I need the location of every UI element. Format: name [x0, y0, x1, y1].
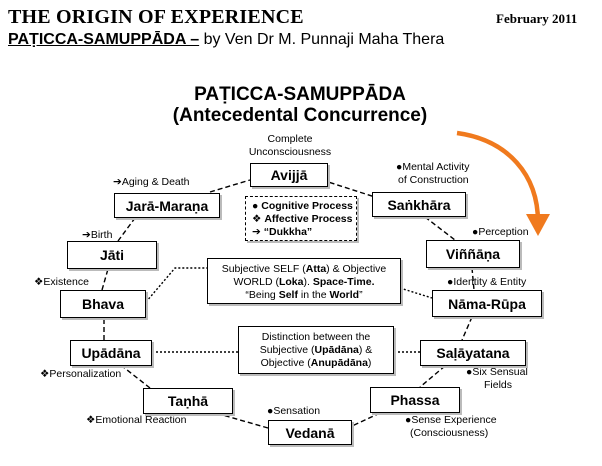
page-subtitle: PAṬICCA-SAMUPPĀDA – by Ven Dr M. Punnaji…	[8, 31, 444, 49]
node-phassa: Phassa	[370, 387, 460, 413]
process-box: ● Cognitive Process ❖ Affective Process …	[245, 196, 357, 241]
diagram-subtitle: (Antecedental Concurrence)	[172, 105, 428, 126]
label-tanha: ❖Emotional Reaction	[86, 414, 187, 426]
node-namarupa: Nāma-Rūpa	[432, 290, 542, 317]
self-world-line-1: Subjective SELF (Atta) & Objective	[221, 263, 387, 275]
self-world-line-2: WORLD (Loka). Space-Time.	[233, 276, 375, 288]
label-phassa-2: (Consciousness)	[410, 427, 489, 439]
link-phassa-vedana	[351, 412, 381, 427]
link-jati-jara	[117, 217, 136, 242]
distinction-line-3: Objective (Anupādāna)	[260, 357, 372, 369]
label-sankhara-1: ●Mental Activity	[396, 161, 470, 173]
process-item-cognitive: ● Cognitive Process	[252, 200, 353, 212]
link-tanha-upadana	[121, 365, 151, 389]
self-world-box: Subjective SELF (Atta) & Objective WORLD…	[207, 258, 401, 304]
label-vedana: ●Sensation	[267, 405, 321, 417]
process-item-affective: ❖ Affective Process	[252, 213, 353, 225]
label-vinnana: ●Perception	[472, 226, 529, 238]
label-phassa-1: ●Sense Experience	[405, 414, 497, 426]
subtitle-author: by Ven Dr M. Punnaji Maha Thera	[199, 31, 445, 48]
orange-arrowhead	[526, 214, 550, 236]
orange-arrow	[456, 130, 541, 223]
node-jati: Jāti	[67, 241, 157, 269]
self-world-line-3: “Being Self in the World”	[245, 289, 363, 301]
dotted-bhava-self	[145, 267, 207, 303]
node-vedana: Vedanā	[268, 420, 352, 445]
page-title: THE ORIGIN OF EXPERIENCE	[8, 6, 304, 28]
label-avijja-1: Complete	[267, 133, 313, 145]
link-avijja-sankhara	[321, 179, 379, 199]
node-jara: Jarā-Maraṇa	[114, 193, 220, 218]
node-salayatana: Saḷāyatana	[420, 340, 526, 366]
label-jara: ➔Aging & Death	[113, 176, 190, 188]
node-sankhara: Saṅkhāra	[372, 192, 466, 217]
link-vedana-tanha	[204, 409, 269, 429]
node-upadana: Upādāna	[70, 340, 152, 366]
diagram-title: PAṬICCA-SAMUPPĀDA	[194, 84, 406, 105]
label-salayatana-2: Fields	[484, 379, 513, 391]
link-bhava-jati	[101, 268, 109, 291]
process-item-dukkha: ➔ “Dukkha”	[252, 226, 313, 238]
label-sankhara-2: of Construction	[398, 174, 469, 186]
node-vinnana: Viññāṇa	[426, 240, 520, 268]
distinction-line-1: Distinction between the	[261, 331, 371, 343]
link-salayatana-phassa	[419, 365, 446, 388]
distinction-box: Distinction between the Subjective (Upād…	[238, 326, 394, 374]
link-jara-avijja	[209, 179, 251, 193]
label-bhava: ❖Existence	[34, 276, 89, 288]
label-salayatana-1: ●Six Sensual	[466, 366, 528, 378]
node-avijja: Avijjā	[250, 163, 328, 187]
label-jati: ➔Birth	[82, 229, 113, 241]
distinction-line-2: Subjective (Upādāna) &	[259, 344, 373, 356]
dotted-self-namarupa	[399, 287, 433, 299]
page-date: February 2011	[496, 11, 578, 26]
link-namarupa-salayatana	[461, 316, 473, 341]
subtitle-main: PAṬICCA-SAMUPPĀDA –	[8, 31, 200, 48]
label-avijja-2: Unconsciousness	[248, 146, 332, 158]
node-bhava: Bhava	[60, 290, 146, 318]
link-sankhara-vinnana	[424, 216, 456, 241]
label-upadana: ❖Personalization	[40, 368, 122, 380]
link-vinnana-namarupa	[471, 267, 475, 291]
node-tanha: Taṇhā	[143, 388, 233, 414]
label-namarupa: ●Identity & Entity	[447, 276, 527, 288]
